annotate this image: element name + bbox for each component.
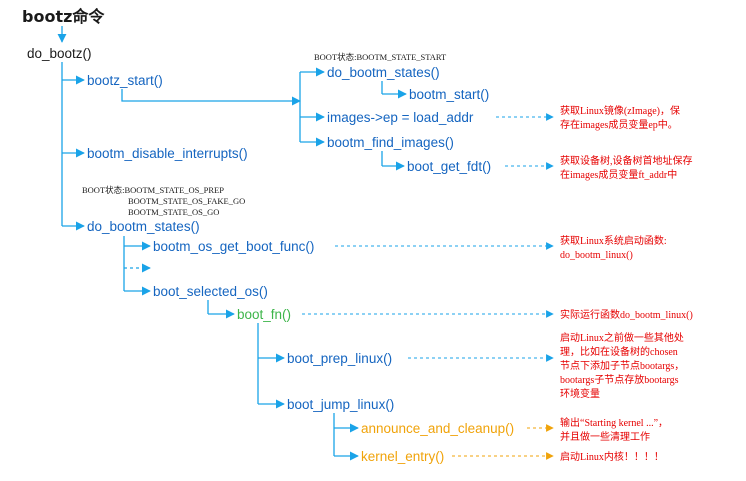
node-bootm-start: bootm_start() xyxy=(409,87,489,102)
node-do-bootm-states-2: do_bootm_states() xyxy=(87,219,200,234)
node-images-ep: images->ep = load_addr xyxy=(327,110,474,125)
annotation-leaders xyxy=(302,113,554,362)
annotation-boot-fn: 实际运行函数do_bootm_linux() xyxy=(560,308,693,321)
annotation-kernel-entry: 启动Linux内核！！！！ xyxy=(560,450,664,463)
node-do-bootm-states-1: do_bootm_states() xyxy=(327,65,440,80)
annotation-fdt-line2: 在images成员变量ft_addr中 xyxy=(560,168,677,181)
annotation-images-ep-line1: 获取Linux镜像(zImage)，保 xyxy=(560,104,680,117)
node-do-bootz: do_bootz() xyxy=(27,46,92,61)
annotation-images-ep-line2: 存在images成员变量ep中。 xyxy=(560,118,678,131)
node-boot-fn: boot_fn() xyxy=(237,307,291,322)
node-boot-selected-os: boot_selected_os() xyxy=(153,284,268,299)
annotation-announce-line2: 并且做一些清理工作 xyxy=(560,430,650,443)
annotation-prep-line5: 环境变量 xyxy=(560,387,600,400)
node-announce-and-cleanup: announce_and_cleanup() xyxy=(361,421,514,436)
node-kernel-entry: kernel_entry() xyxy=(361,449,444,464)
state-note-os-prep: BOOT状态:BOOTM_STATE_OS_PREP xyxy=(82,185,224,195)
node-bootm-os-get-boot-func: bootm_os_get_boot_func() xyxy=(153,239,314,254)
annotation-prep-line2: 理，比如在设备树的chosen xyxy=(560,345,678,358)
node-boot-get-fdt: boot_get_fdt() xyxy=(407,159,491,174)
state-note-os-fake-go: BOOTM_STATE_OS_FAKE_GO xyxy=(128,196,245,206)
annotation-leaders-orange xyxy=(452,424,554,460)
node-bootm-disable-interrupts: bootm_disable_interrupts() xyxy=(87,146,248,161)
node-bootm-find-images: bootm_find_images() xyxy=(327,135,454,150)
node-boot-prep-linux: boot_prep_linux() xyxy=(287,351,392,366)
state-note-os-go: BOOTM_STATE_OS_GO xyxy=(128,207,219,217)
connector-lines xyxy=(57,26,407,461)
annotation-boot-func-line2: do_bootm_linux() xyxy=(560,250,633,261)
node-bootz-start: bootz_start() xyxy=(87,73,163,88)
annotation-boot-func-line1: 获取Linux系统启动函数: xyxy=(560,234,667,247)
annotation-prep-line1: 启动Linux之前做一些其他处 xyxy=(560,331,684,344)
state-note-start: BOOT状态:BOOTM_STATE_START xyxy=(314,52,447,62)
diagram-title: bootz命令 xyxy=(22,7,105,26)
annotation-prep-line4: bootargs子节点存放bootargs xyxy=(560,373,679,386)
annotation-announce-line1: 输出“Starting kernel ...”， xyxy=(560,416,668,429)
annotation-prep-line3: 节点下添加子节点bootargs， xyxy=(560,359,684,372)
node-boot-jump-linux: boot_jump_linux() xyxy=(287,397,394,412)
annotation-fdt-line1: 获取设备树,设备树首地址保存 xyxy=(560,154,693,167)
